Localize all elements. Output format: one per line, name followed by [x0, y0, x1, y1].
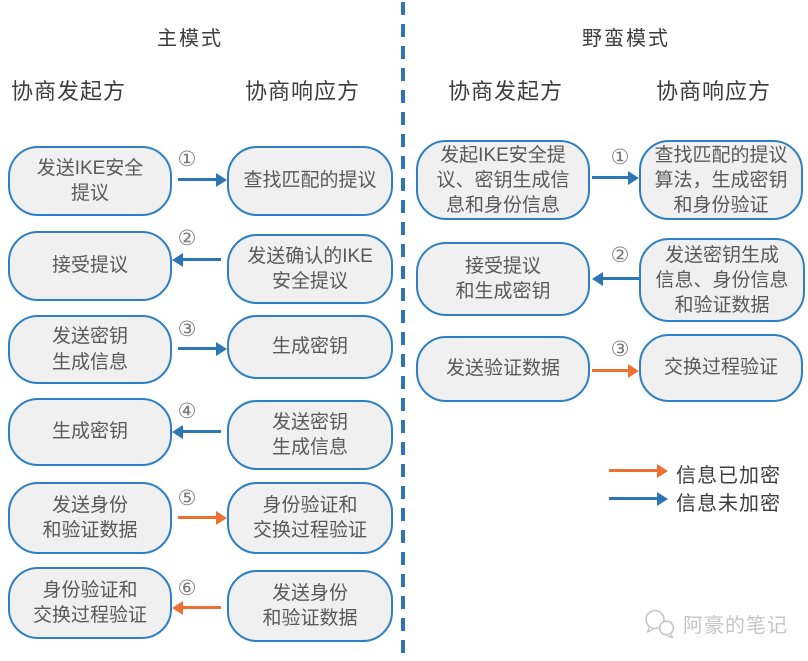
- arrow-left-unencrypted-icon: [592, 271, 639, 286]
- step-box-responder: 发送密钥 生成信息: [227, 400, 393, 470]
- step-box-responder: 身份验证和 交换过程验证: [227, 482, 393, 554]
- step-box-initiator: 发起IKE安全提 议、密钥生成信 息和身份信息: [416, 140, 590, 220]
- step-box-initiator: 发送验证数据: [416, 336, 590, 402]
- step-number: ①: [177, 148, 197, 171]
- step-number: ③: [610, 338, 630, 361]
- arrow-right-encrypted-icon: [178, 510, 227, 525]
- main-initiator-header: 协商发起方: [11, 79, 127, 104]
- legend-unencrypted-arrow-icon: [609, 491, 668, 506]
- step-box-initiator: 发送IKE安全 提议: [8, 146, 172, 216]
- aggressive-initiator-header: 协商发起方: [448, 79, 564, 104]
- arrow-right-unencrypted-icon: [178, 172, 227, 187]
- main-responder-header: 协商响应方: [245, 79, 361, 104]
- arrow-right-unencrypted-icon: [592, 170, 639, 185]
- step-number: ③: [177, 318, 197, 341]
- step-box-initiator: 发送身份 和验证数据: [8, 482, 172, 554]
- arrow-right-encrypted-icon: [592, 363, 639, 378]
- arrow-right-unencrypted-icon: [178, 341, 227, 356]
- arrow-left-unencrypted-icon: [172, 252, 221, 267]
- step-number: ⑤: [177, 487, 197, 510]
- step-box-responder: 发送确认的IKE 安全提议: [227, 234, 393, 304]
- step-box-responder: 发送身份 和验证数据: [227, 570, 393, 642]
- legend-encrypted-label: 信息已加密: [676, 465, 781, 487]
- step-box-initiator: 生成密钥: [8, 398, 172, 466]
- watermark: 阿豪的笔记: [643, 608, 788, 639]
- chat-bubbles-icon: [645, 609, 675, 639]
- arrow-left-unencrypted-icon: [172, 424, 221, 439]
- step-box-responder: 发送密钥生成 信息、身份信息 和验证数据: [639, 238, 805, 322]
- aggressive-mode-panel: 野蛮模式 协商发起方 协商响应方 发起IKE安全提 议、密钥生成信 息和身份信息…: [404, 0, 808, 661]
- step-number: ④: [177, 400, 197, 423]
- step-number: ⑥: [177, 577, 197, 600]
- step-box-initiator: 接受提议 和生成密钥: [416, 242, 590, 316]
- mode-divider-dashed-line: [401, 2, 405, 659]
- step-number: ②: [177, 227, 197, 250]
- legend-encrypted-arrow-icon: [609, 463, 668, 478]
- step-box-initiator: 发送密钥 生成信息: [8, 315, 172, 384]
- main-mode-title: 主模式: [157, 28, 223, 50]
- legend-unencrypted-label: 信息未加密: [676, 493, 781, 515]
- aggressive-mode-title: 野蛮模式: [582, 28, 670, 50]
- step-number: ②: [610, 244, 630, 267]
- step-box-responder: 交换过程验证: [639, 334, 803, 402]
- main-mode-panel: 主模式 协商发起方 协商响应方 发送IKE安全 提议 ① 查找匹配的提议 接受提…: [8, 28, 393, 642]
- step-box-initiator: 身份验证和 交换过程验证: [8, 567, 172, 639]
- aggressive-responder-header: 协商响应方: [656, 79, 772, 104]
- step-number: ①: [610, 146, 630, 169]
- step-box-initiator: 接受提议: [8, 231, 172, 301]
- step-box-responder: 查找匹配的提议 算法，生成密钥 和身份验证: [639, 140, 803, 220]
- watermark-text: 阿豪的笔记: [683, 615, 788, 637]
- step-box-responder: 查找匹配的提议: [227, 146, 393, 216]
- arrow-left-encrypted-icon: [172, 600, 221, 615]
- step-box-responder: 生成密钥: [227, 315, 393, 379]
